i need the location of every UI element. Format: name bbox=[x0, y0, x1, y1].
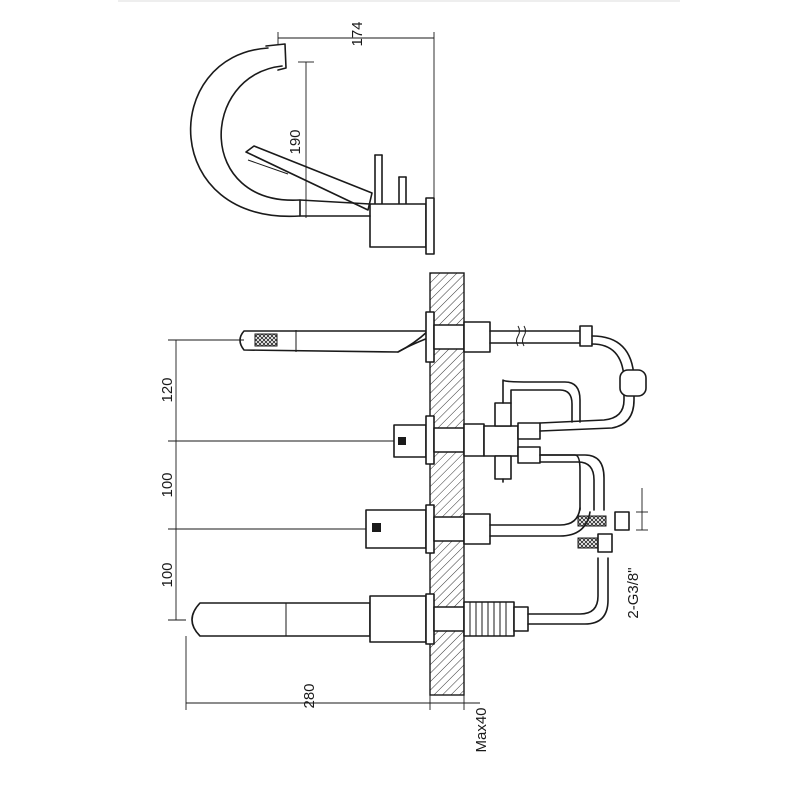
side-view: 174 190 bbox=[189, 21, 435, 255]
spout-arc-inner bbox=[220, 65, 301, 201]
hose-connector bbox=[619, 369, 647, 397]
bottom-dimensions: 280 Max40 bbox=[185, 636, 490, 753]
dim-100b-label: 100 bbox=[159, 562, 176, 587]
hoses bbox=[489, 325, 647, 625]
vertical-dimensions: 120 100 100 bbox=[159, 339, 394, 621]
install-view: 120 100 100 280 Max40 2-G3/8" bbox=[159, 272, 648, 753]
spout-outlet bbox=[265, 43, 287, 71]
tee-assembly bbox=[483, 379, 581, 511]
dim-280-label: 280 bbox=[301, 683, 318, 708]
dim-120-label: 120 bbox=[159, 377, 176, 402]
handshower-nozzle bbox=[254, 333, 278, 347]
dim-190-label: 190 bbox=[287, 129, 304, 154]
wall-fittings bbox=[425, 311, 529, 645]
lower-indicator bbox=[372, 523, 381, 532]
lever-handle bbox=[245, 145, 373, 211]
spout-arc-outer bbox=[189, 47, 301, 217]
hose-cold bbox=[527, 557, 599, 615]
loop-upper bbox=[502, 379, 581, 423]
spout-body bbox=[369, 595, 427, 643]
wall-flange bbox=[425, 197, 435, 255]
handshower-neck bbox=[397, 337, 429, 353]
body-block bbox=[369, 203, 427, 248]
dim-max40-label: Max40 bbox=[473, 707, 490, 752]
base-stub bbox=[299, 199, 371, 217]
spout-tube bbox=[191, 602, 371, 637]
dim-connection-label: 2-G3/8" bbox=[625, 567, 642, 618]
upper-indicator bbox=[398, 437, 406, 445]
dim-174-label: 174 bbox=[349, 21, 366, 46]
lever-detail bbox=[247, 159, 289, 175]
connection-dimension: 2-G3/8" bbox=[625, 488, 648, 619]
dim-100a-label: 100 bbox=[159, 472, 176, 497]
hose-hot bbox=[539, 454, 605, 511]
